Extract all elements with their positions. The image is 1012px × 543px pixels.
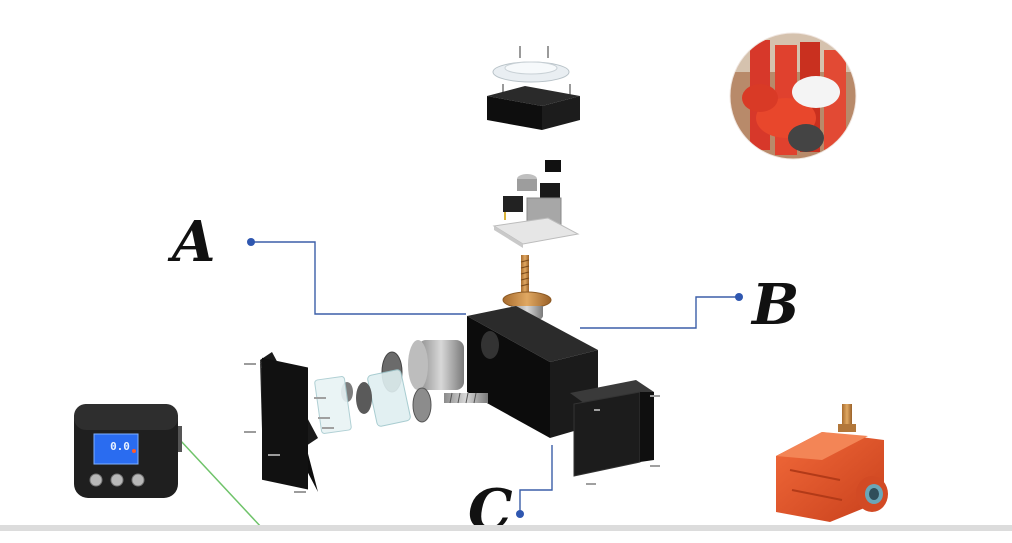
leader-dot-b — [735, 293, 743, 301]
right-cover-top — [570, 380, 654, 406]
top-cover-side — [542, 96, 580, 130]
lcd-screen — [93, 433, 139, 465]
leader-dot-c — [516, 510, 524, 518]
gearbox-top-fitting — [842, 404, 852, 426]
leader-line-a — [252, 241, 466, 315]
right-cover-face — [573, 391, 641, 477]
top-cover-top — [487, 86, 580, 106]
base-plate-edge — [494, 226, 523, 248]
leader-lines — [252, 241, 738, 513]
housing-port — [481, 331, 499, 359]
callout-label-b: B — [752, 272, 800, 338]
bronze-gear — [502, 291, 552, 309]
left-cover-screws — [244, 363, 306, 493]
display-button-1 — [89, 473, 103, 487]
top-cover-group — [487, 46, 580, 130]
threaded-shaft — [521, 255, 529, 295]
orange-gearbox-photo — [776, 404, 888, 522]
small-motor — [503, 196, 523, 212]
gear-disc — [356, 382, 372, 414]
display-button-3 — [131, 473, 145, 487]
main-housing — [408, 306, 598, 438]
leader-dot-a — [247, 238, 255, 246]
top-cover-front — [487, 96, 542, 130]
transparent-bracket — [314, 376, 352, 434]
worm-wheel — [412, 387, 432, 423]
leader-line-b — [580, 296, 738, 329]
green-wire — [179, 439, 263, 529]
leader-line-c — [519, 445, 553, 513]
worm-shaft — [444, 393, 488, 403]
black-block — [540, 183, 560, 201]
grey-bushing-body — [517, 179, 537, 191]
gear-train-group — [296, 351, 432, 434]
black-cube-small — [545, 160, 561, 172]
housing-top — [467, 306, 598, 362]
transparent-gear-plate — [367, 369, 411, 427]
lcd-reading: 0.0 — [110, 440, 130, 453]
silver-motor — [418, 340, 464, 390]
right-cover-screws — [586, 395, 660, 485]
base-plate — [492, 217, 580, 245]
lcd-display-photo — [64, 392, 263, 529]
left-cover-plate — [244, 352, 318, 493]
callout-label-a: A — [172, 209, 216, 275]
right-cover-plate — [570, 380, 660, 485]
bottom-scrollbar-strip — [0, 525, 1012, 531]
exploded-actuator-diagram — [64, 32, 888, 529]
red-actuators-photo — [730, 33, 856, 159]
indicator-dome-top — [504, 61, 558, 75]
display-button-2 — [110, 473, 124, 487]
control-module-group — [492, 160, 580, 248]
